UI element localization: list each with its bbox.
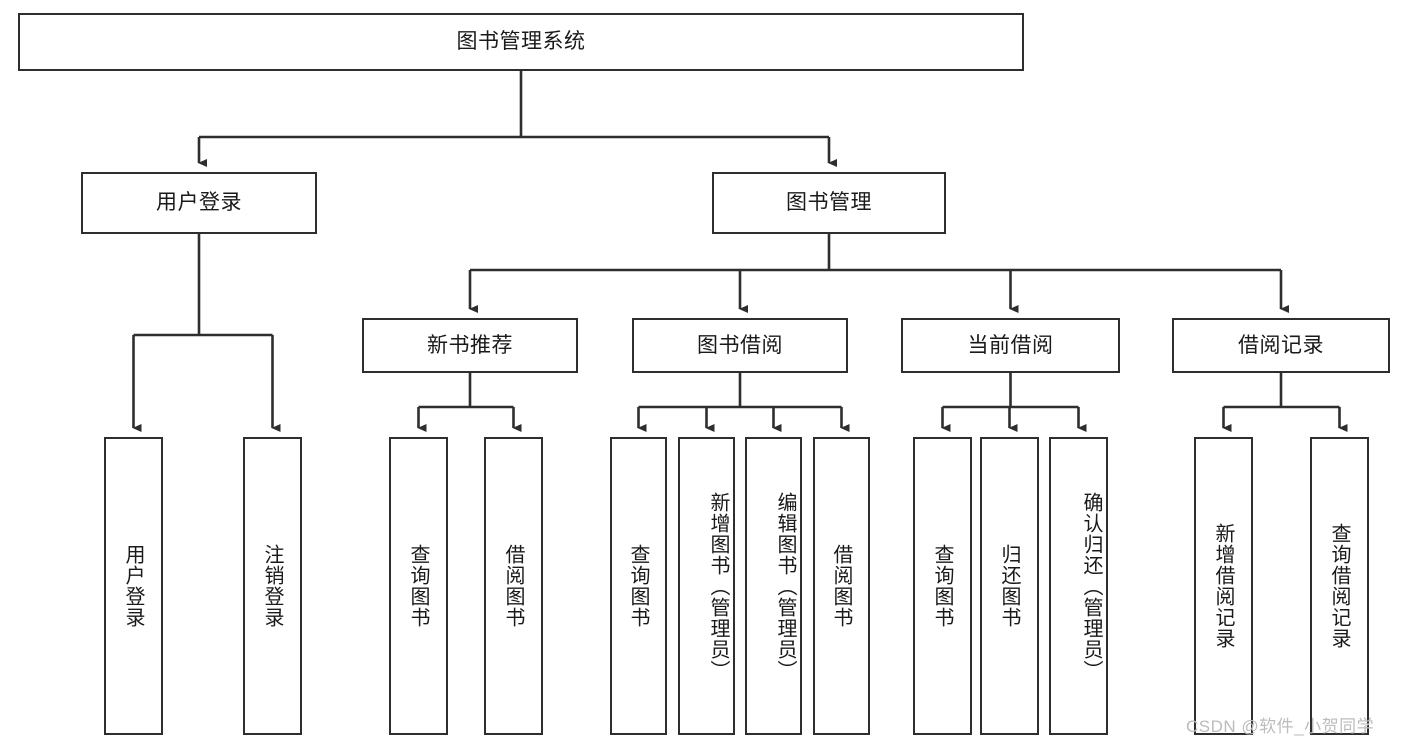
leaf-user-login-label: 用户登录 <box>122 544 144 628</box>
node-new-book-recommend[interactable]: 新书推荐 <box>362 318 578 373</box>
leaf-add-book[interactable]: 新增图书（管理员） <box>678 437 735 735</box>
node-borrow-record[interactable]: 借阅记录 <box>1172 318 1390 373</box>
leaf-confirm-return[interactable]: 确认归还（管理员） <box>1049 437 1108 735</box>
node-user-login[interactable]: 用户登录 <box>81 172 317 234</box>
node-current-borrow-label: 当前借阅 <box>967 333 1054 357</box>
leaf-logout-label: 注销登录 <box>261 544 283 628</box>
leaf-return-book[interactable]: 归还图书 <box>980 437 1039 735</box>
leaf-edit-book-label: 编辑图书（管理员） <box>774 491 796 681</box>
node-new-book-recommend-label: 新书推荐 <box>427 333 513 357</box>
node-book-borrow-label: 图书借阅 <box>697 333 783 357</box>
leaf-logout[interactable]: 注销登录 <box>243 437 302 735</box>
leaf-query-book-current[interactable]: 查询图书 <box>913 437 972 735</box>
node-root-label: 图书管理系统 <box>456 30 586 54</box>
node-borrow-record-label: 借阅记录 <box>1238 333 1324 357</box>
leaf-query-borrow-record[interactable]: 查询借阅记录 <box>1310 437 1369 735</box>
leaf-add-borrow-record-label: 新增借阅记录 <box>1212 523 1234 649</box>
node-root[interactable]: 图书管理系统 <box>18 13 1024 71</box>
leaf-borrow-book-recommend[interactable]: 借阅图书 <box>484 437 543 735</box>
leaf-user-login[interactable]: 用户登录 <box>104 437 163 735</box>
leaf-borrow-book-recommend-label: 借阅图书 <box>502 544 524 628</box>
leaf-query-book-current-label: 查询图书 <box>931 544 953 628</box>
node-book-manage-label: 图书管理 <box>786 191 872 215</box>
leaf-add-book-label: 新增图书（管理员） <box>707 491 729 681</box>
leaf-query-book-borrow[interactable]: 查询图书 <box>610 437 667 735</box>
leaf-edit-book[interactable]: 编辑图书（管理员） <box>745 437 802 735</box>
leaf-confirm-return-label: 确认归还（管理员） <box>1080 491 1102 681</box>
node-user-login-label: 用户登录 <box>156 191 242 215</box>
leaf-add-borrow-record[interactable]: 新增借阅记录 <box>1194 437 1253 735</box>
leaf-query-book-borrow-label: 查询图书 <box>627 544 649 628</box>
node-book-borrow[interactable]: 图书借阅 <box>632 318 848 373</box>
leaf-borrow-book[interactable]: 借阅图书 <box>813 437 870 735</box>
leaf-borrow-book-label: 借阅图书 <box>830 544 852 628</box>
leaf-query-book-recommend[interactable]: 查询图书 <box>389 437 448 735</box>
leaf-query-book-recommend-label: 查询图书 <box>407 544 429 628</box>
node-book-manage[interactable]: 图书管理 <box>712 172 946 234</box>
watermark: CSDN @软件_小贺同学 <box>1186 717 1375 736</box>
node-current-borrow[interactable]: 当前借阅 <box>901 318 1120 373</box>
leaf-query-borrow-record-label: 查询借阅记录 <box>1328 523 1350 649</box>
leaf-return-book-label: 归还图书 <box>998 544 1020 628</box>
